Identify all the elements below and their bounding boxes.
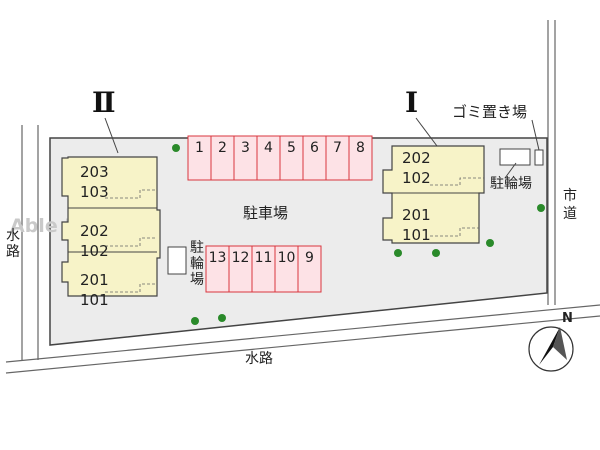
parking-space bbox=[297, 245, 322, 293]
building-ii-room-101: 101 bbox=[80, 291, 109, 309]
svg-text:駐: 駐 bbox=[190, 240, 204, 256]
svg-text:道: 道 bbox=[563, 206, 577, 222]
bicycle-parking-left-label: 駐 輪 場 bbox=[190, 240, 204, 288]
north-compass: N bbox=[528, 311, 574, 372]
building-i: 202 102 201 101 bbox=[382, 145, 485, 244]
tree-icon bbox=[394, 249, 402, 257]
tree-icon bbox=[172, 144, 180, 152]
bicycle-parking-right-label: 駐輪場 bbox=[490, 175, 532, 192]
building-i-room-102: 102 bbox=[402, 169, 431, 187]
bicycle-parking-right bbox=[499, 148, 531, 166]
north-arrow-icon-shadow bbox=[553, 327, 567, 360]
garbage-area-label: ゴミ置き場 bbox=[452, 103, 527, 121]
building-ii-label: Ⅱ bbox=[92, 86, 116, 119]
svg-text:輪: 輪 bbox=[190, 255, 204, 272]
building-i-room-202: 202 bbox=[402, 149, 431, 167]
waterway-left-label: 水 路 bbox=[6, 228, 20, 260]
city-road-label: 市 道 bbox=[563, 187, 577, 222]
building-ii-room-202: 202 bbox=[80, 222, 109, 240]
building-i-room-201: 201 bbox=[402, 206, 431, 224]
parking-space-number: 5 bbox=[287, 140, 296, 156]
building-ii-shape bbox=[61, 156, 161, 297]
parking-space-number: 3 bbox=[241, 140, 250, 156]
parking-space-number: 13 bbox=[209, 250, 227, 266]
tree-icon bbox=[486, 239, 494, 247]
building-ii-room-103: 103 bbox=[80, 183, 109, 201]
parking-space-number: 2 bbox=[218, 140, 227, 156]
parking-space-number: 8 bbox=[356, 140, 365, 156]
parking-lot-label: 駐車場 bbox=[243, 204, 288, 222]
garbage-area bbox=[534, 149, 544, 166]
building-i-label: Ⅰ bbox=[405, 86, 418, 119]
svg-text:場: 場 bbox=[190, 272, 204, 288]
building-i-room-101: 101 bbox=[402, 226, 431, 244]
building-ii-room-203: 203 bbox=[80, 163, 109, 181]
building-i-shape bbox=[382, 145, 485, 244]
parking-space-number: 9 bbox=[305, 250, 314, 266]
building-ii-room-102: 102 bbox=[80, 242, 109, 260]
parking-space-number: 7 bbox=[333, 140, 342, 156]
building-ii-room-201: 201 bbox=[80, 271, 109, 289]
bicycle-parking-left bbox=[167, 246, 187, 275]
parking-space-number: 1 bbox=[195, 140, 204, 156]
parking-space-number: 6 bbox=[310, 140, 319, 156]
parking-space-number: 10 bbox=[278, 250, 296, 266]
svg-text:市: 市 bbox=[563, 187, 577, 204]
road-lines bbox=[5, 20, 600, 374]
north-label: N bbox=[562, 311, 573, 326]
north-arrow-icon bbox=[539, 327, 560, 365]
parking-space-number: 12 bbox=[232, 250, 250, 266]
tree-icon bbox=[432, 249, 440, 257]
svg-text:水: 水 bbox=[6, 228, 20, 244]
parking-bottom-row: 13 12 11 10 9 bbox=[205, 245, 322, 293]
svg-text:路: 路 bbox=[6, 244, 20, 260]
building-ii: 203 103 202 102 201 101 bbox=[61, 156, 161, 309]
waterway-bottom-label: 水路 bbox=[245, 351, 273, 367]
tree-icon bbox=[191, 317, 199, 325]
tree-icon bbox=[218, 314, 226, 322]
parking-space-number: 11 bbox=[255, 250, 273, 266]
parking-space bbox=[348, 135, 373, 181]
parking-space-number: 4 bbox=[264, 140, 273, 156]
trees bbox=[172, 144, 545, 325]
tree-icon bbox=[537, 204, 545, 212]
parking-top-row: 1 2 3 4 5 6 7 8 bbox=[187, 135, 373, 181]
